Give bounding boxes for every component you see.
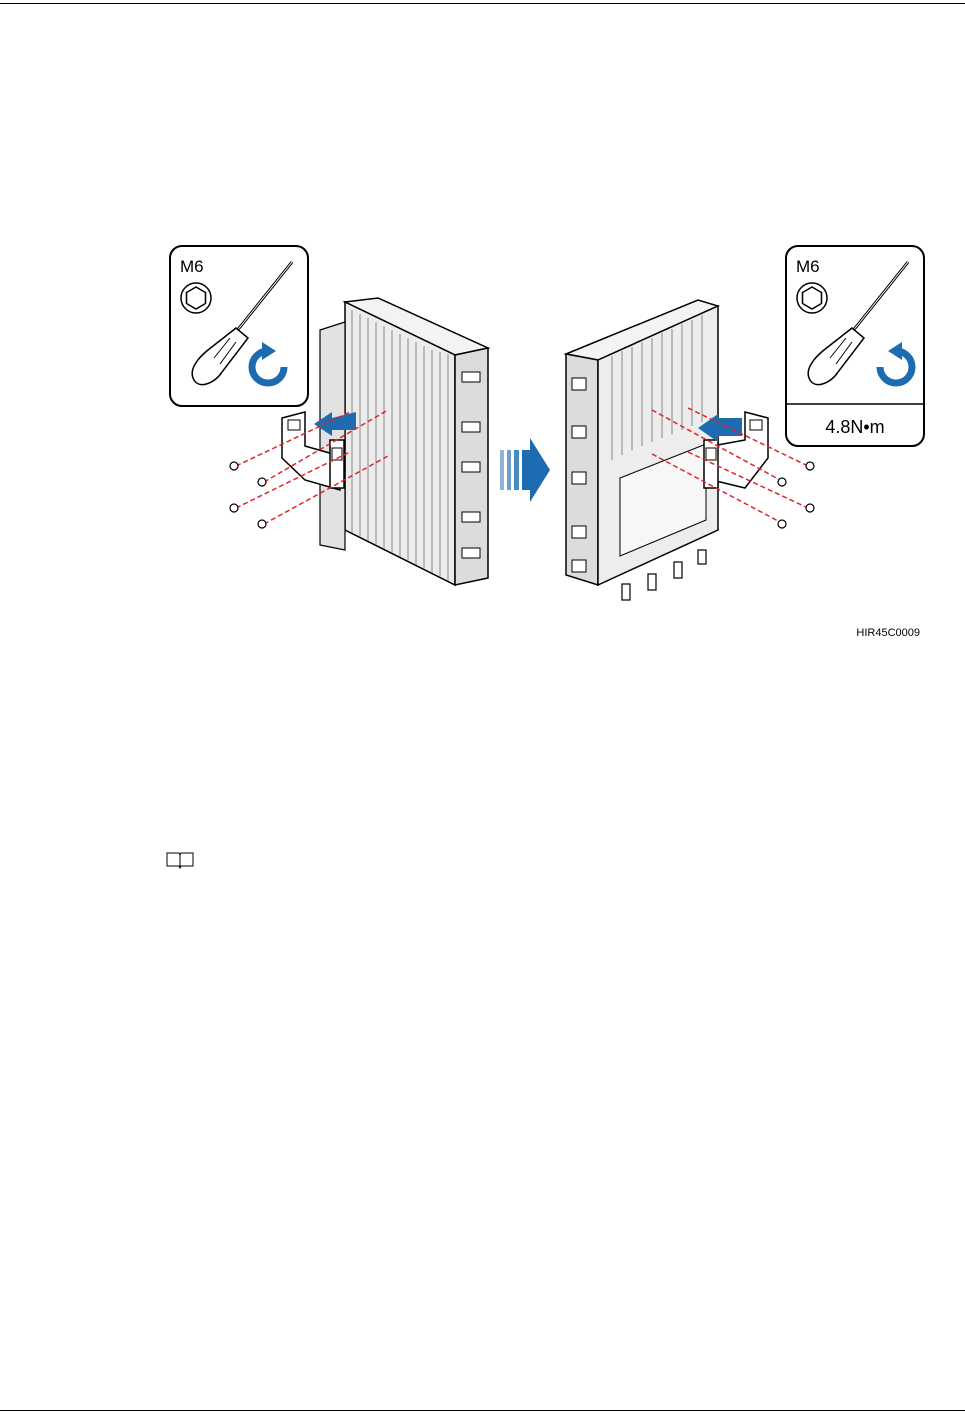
footer-rule xyxy=(0,1410,965,1411)
hex-socket-icon xyxy=(181,283,211,313)
torque-label: 4.8N•m xyxy=(825,417,884,437)
right-tool-panel: M6 4.8N•m xyxy=(786,246,924,446)
figure-id-label: HIR45C0009 xyxy=(856,627,920,639)
left-screw-size-label: M6 xyxy=(180,257,204,276)
hex-socket-icon xyxy=(797,283,827,313)
left-tool-panel: M6 xyxy=(170,246,308,406)
book-note-icon xyxy=(165,850,195,870)
transition-arrow-icon xyxy=(500,438,550,502)
right-device xyxy=(566,300,814,600)
right-screw-size-label: M6 xyxy=(796,257,820,276)
